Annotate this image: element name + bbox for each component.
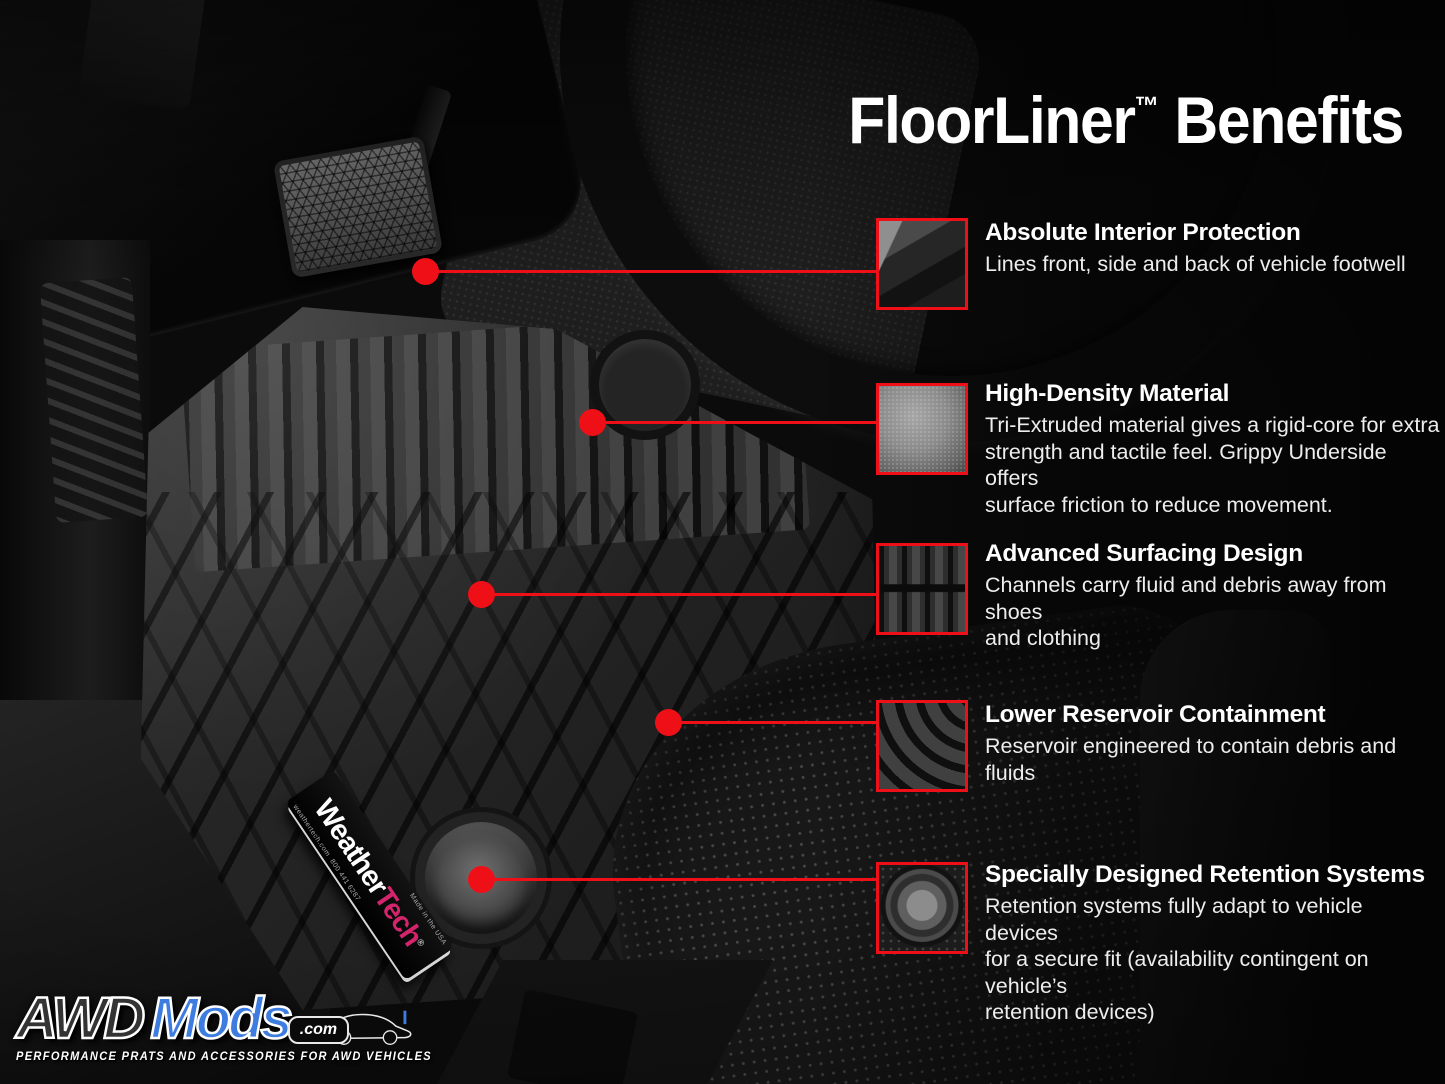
logo-dotcom-badge: .com — [287, 1016, 350, 1044]
callout-line-1 — [425, 270, 876, 273]
callout-body: Reservoir engineered to contain debris a… — [985, 734, 1397, 785]
retention-grommet-closeup — [879, 865, 965, 951]
footwell-corner-photo — [879, 221, 965, 307]
surface-channels-closeup — [879, 546, 965, 632]
trademark-symbol: ™ — [1134, 91, 1159, 121]
logo-awd-text: AWD — [15, 986, 147, 1051]
callout-advanced-surfacing-design: Advanced Surfacing Design Channels carry… — [985, 540, 1440, 652]
callout-dot-2 — [579, 409, 606, 436]
brake-pedal — [78, 0, 206, 112]
callout-retention-systems: Specially Designed Retention Systems Ret… — [985, 861, 1440, 1026]
callout-line-3 — [481, 593, 876, 596]
material-grain-closeup — [879, 386, 965, 472]
callout-dot-4 — [655, 709, 682, 736]
callout-heading: High-Density Material — [985, 380, 1230, 407]
callout-heading: Absolute Interior Protection — [985, 219, 1301, 246]
callout-heading: Advanced Surfacing Design — [985, 540, 1303, 567]
callout-high-density-material: High-Density Material Tri-Extruded mater… — [985, 380, 1440, 518]
logo-mods-text: Mods — [149, 986, 294, 1051]
callout-line-4 — [668, 721, 876, 724]
callout-body: Retention systems fully adapt to vehicle… — [985, 894, 1369, 1024]
callout-dot-5 — [468, 866, 495, 893]
logo-tagline: PERFORMANCE PRATS AND ACCESSORIES FOR AW… — [16, 1051, 433, 1063]
callout-absolute-interior-protection: Absolute Interior Protection Lines front… — [985, 219, 1440, 278]
callout-heading: Lower Reservoir Containment — [985, 701, 1326, 728]
callout-body: Tri-Extruded material gives a rigid-core… — [985, 413, 1440, 517]
reservoir-chevrons-closeup — [879, 703, 965, 789]
callout-line-5 — [481, 878, 876, 881]
page-title: FloorLiner™ Benefits — [848, 82, 1404, 158]
callout-heading: Specially Designed Retention Systems — [985, 861, 1425, 888]
callout-body: Channels carry fluid and debris away fro… — [985, 573, 1387, 650]
callout-lower-reservoir-containment: Lower Reservoir Containment Reservoir en… — [985, 701, 1440, 786]
callout-dot-1 — [412, 258, 439, 285]
callout-dot-3 — [468, 581, 495, 608]
thumbnail-reservoir-chevrons — [876, 700, 968, 792]
thumbnail-material-grain — [876, 383, 968, 475]
thumbnail-retention-grommet — [876, 862, 968, 954]
thumbnail-footwell-corner — [876, 218, 968, 310]
awdmods-logo-row: AWD Mods .com — [15, 986, 449, 1051]
awdmods-logo: AWD Mods .com PERFORMANCE PRATS AND ACCE… — [15, 986, 449, 1063]
sill-ribs — [39, 277, 149, 523]
title-brand: FloorLiner — [848, 83, 1136, 157]
thumbnail-surface-channels — [876, 543, 968, 635]
callout-body: Lines front, side and back of vehicle fo… — [985, 252, 1406, 276]
callout-line-2 — [592, 421, 876, 424]
title-suffix: Benefits — [1158, 83, 1404, 157]
